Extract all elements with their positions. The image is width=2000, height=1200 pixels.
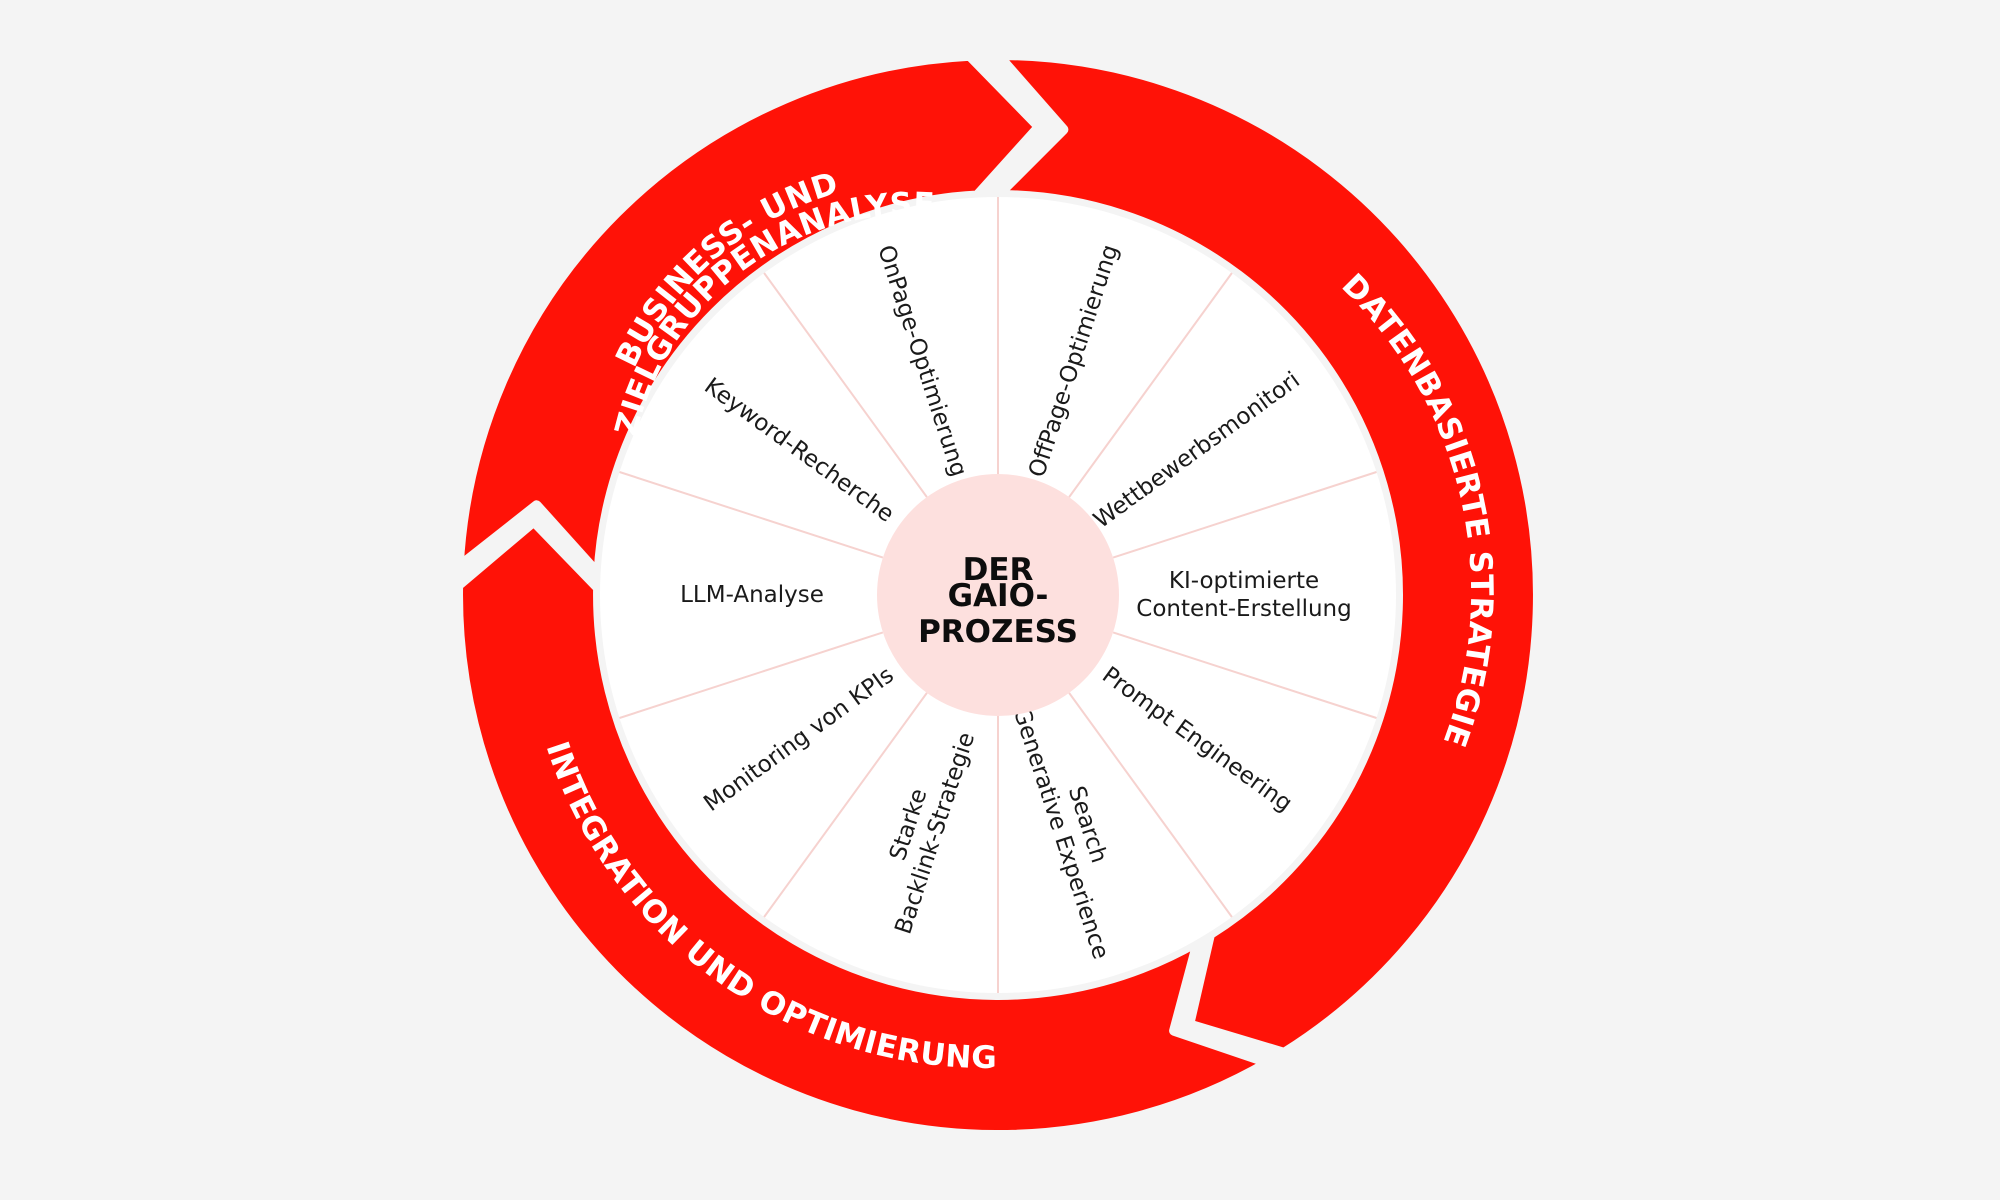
ring-arc-strategie bbox=[993, 50, 1543, 1058]
center-label-line1: DER bbox=[963, 552, 1034, 588]
segment-label-8: LLM-Analyse bbox=[680, 582, 824, 608]
center-label-line2: GAIO- bbox=[948, 578, 1049, 614]
segment-divider bbox=[1068, 272, 1233, 498]
segment-divider bbox=[1112, 631, 1377, 719]
phase-ring bbox=[453, 50, 1543, 1140]
ring-arc-integration bbox=[453, 516, 1273, 1140]
ring-arc-business bbox=[453, 50, 1044, 580]
segment-divider bbox=[1068, 692, 1233, 918]
segment-divider bbox=[619, 471, 884, 559]
segment-divider bbox=[763, 692, 928, 918]
segment-label-line: KI-optimierte bbox=[1169, 568, 1319, 594]
center-label-line3: PROZESS bbox=[918, 614, 1078, 650]
center-hub: DER GAIO- PROZESS bbox=[877, 474, 1119, 716]
segment-divider bbox=[1112, 471, 1377, 559]
segment-label-line: Content-Erstellung bbox=[1136, 596, 1351, 622]
center-circle bbox=[877, 474, 1119, 716]
segment-label-line: LLM-Analyse bbox=[680, 582, 824, 608]
segment-divider bbox=[619, 631, 884, 719]
segment-divider bbox=[763, 272, 928, 498]
